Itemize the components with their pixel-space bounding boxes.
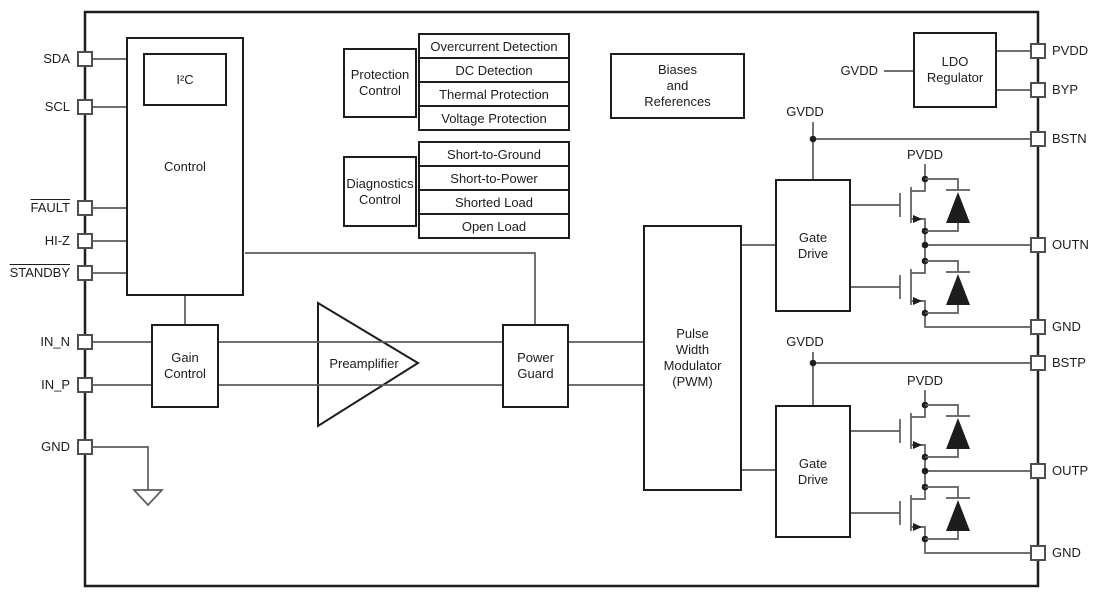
pvdd-p-net-label: PVDD <box>906 373 944 388</box>
ldo-regulator-label: LDO Regulator <box>926 54 984 85</box>
pwm-block: Pulse Width Modulator (PWM) <box>643 225 742 491</box>
ground-symbol-icon <box>132 489 164 507</box>
protection-items-stack: Overcurrent Detection DC Detection Therm… <box>418 33 570 131</box>
chip-boundary <box>83 10 1040 588</box>
pin-byp-label: BYP <box>1052 82 1079 97</box>
pin-outn <box>1030 237 1046 253</box>
diagnostics-items-stack: Short-to-Ground Short-to-Power Shorted L… <box>418 141 570 239</box>
pin-pvdd-label: PVDD <box>1052 43 1089 58</box>
pin-in-n <box>77 334 93 350</box>
i2c-label: I²C <box>176 71 194 87</box>
power-guard-label: Power Guard <box>517 350 554 381</box>
pin-in-p <box>77 377 93 393</box>
pin-gnd-n <box>1030 319 1046 335</box>
junction-dots <box>809 135 929 475</box>
diagnostics-control-block: Diagnostics Control <box>343 156 417 227</box>
gate-drive-p-label: Gate Drive <box>797 455 829 487</box>
pin-gnd-p-label: GND <box>1052 545 1081 560</box>
preamplifier-triangle-icon <box>317 301 420 428</box>
highside-mosfet-n <box>850 174 971 236</box>
preamplifier-block: Preamplifier <box>316 356 412 371</box>
protection-item: Thermal Protection <box>418 81 570 107</box>
gvdd-p-net-label: GVDD <box>786 334 824 349</box>
pin-bstp <box>1030 355 1046 371</box>
diagnostics-item: Shorted Load <box>418 189 570 215</box>
pin-hiz <box>77 233 93 249</box>
diagnostics-item: Short-to-Ground <box>418 141 570 167</box>
pin-in-n-label: IN_N <box>40 334 70 349</box>
gvdd-ldo-net-label: GVDD <box>840 63 878 78</box>
protection-control-label: Protection Control <box>350 67 410 98</box>
gate-drive-n-label: Gate Drive <box>797 229 829 261</box>
pin-scl-label: SCL <box>44 99 70 114</box>
power-guard-block: Power Guard <box>502 324 569 408</box>
protection-item: Voltage Protection <box>418 105 570 131</box>
pin-standby <box>77 265 93 281</box>
gain-control-block: Gain Control <box>151 324 219 408</box>
diagnostics-item: Short-to-Power <box>418 165 570 191</box>
pwm-label: Pulse Width Modulator (PWM) <box>663 326 722 389</box>
pin-bstp-label: BSTP <box>1052 355 1086 370</box>
pin-outn-label: OUTN <box>1052 237 1089 252</box>
diagnostics-control-label: Diagnostics Control <box>346 175 414 207</box>
lowside-mosfet-n <box>850 256 971 318</box>
pin-gnd-left <box>77 439 93 455</box>
pin-byp <box>1030 82 1046 98</box>
biases-references-block: Biases and References <box>610 53 745 119</box>
pin-gnd-left-label: GND <box>41 439 70 454</box>
highside-mosfet-p <box>850 400 971 462</box>
pin-scl <box>77 99 93 115</box>
protection-control-block: Protection Control <box>343 48 417 118</box>
protection-item: Overcurrent Detection <box>418 33 570 59</box>
gate-drive-n-block: Gate Drive <box>775 179 851 312</box>
pin-bstn-label: BSTN <box>1052 131 1087 146</box>
gvdd-n-net-label: GVDD <box>786 104 824 119</box>
pin-outp <box>1030 463 1046 479</box>
i2c-block: I²C <box>143 53 227 106</box>
preamplifier-label: Preamplifier <box>329 355 399 371</box>
pvdd-n-net-label: PVDD <box>906 147 944 162</box>
gain-control-label: Gain Control <box>164 350 206 381</box>
pin-in-p-label: IN_P <box>41 377 70 392</box>
diagnostics-item: Open Load <box>418 213 570 239</box>
pin-gnd-n-label: GND <box>1052 319 1081 334</box>
pin-bstn <box>1030 131 1046 147</box>
protection-item: DC Detection <box>418 57 570 83</box>
pin-sda-label: SDA <box>43 51 70 66</box>
pin-gnd-p <box>1030 545 1046 561</box>
pin-standby-label: STANDBY <box>9 265 70 280</box>
biases-references-label: Biases and References <box>644 62 711 109</box>
gate-drive-p-block: Gate Drive <box>775 405 851 538</box>
pin-fault-label: FAULT <box>30 200 71 215</box>
pin-outp-label: OUTP <box>1052 463 1089 478</box>
control-label: Control <box>164 158 206 174</box>
pin-hiz-label: HI-Z <box>44 233 70 248</box>
pin-pvdd <box>1030 43 1046 59</box>
pin-fault <box>77 200 93 216</box>
ldo-regulator-block: LDO Regulator <box>913 32 997 108</box>
pin-sda <box>77 51 93 67</box>
lowside-mosfet-p <box>850 482 971 544</box>
